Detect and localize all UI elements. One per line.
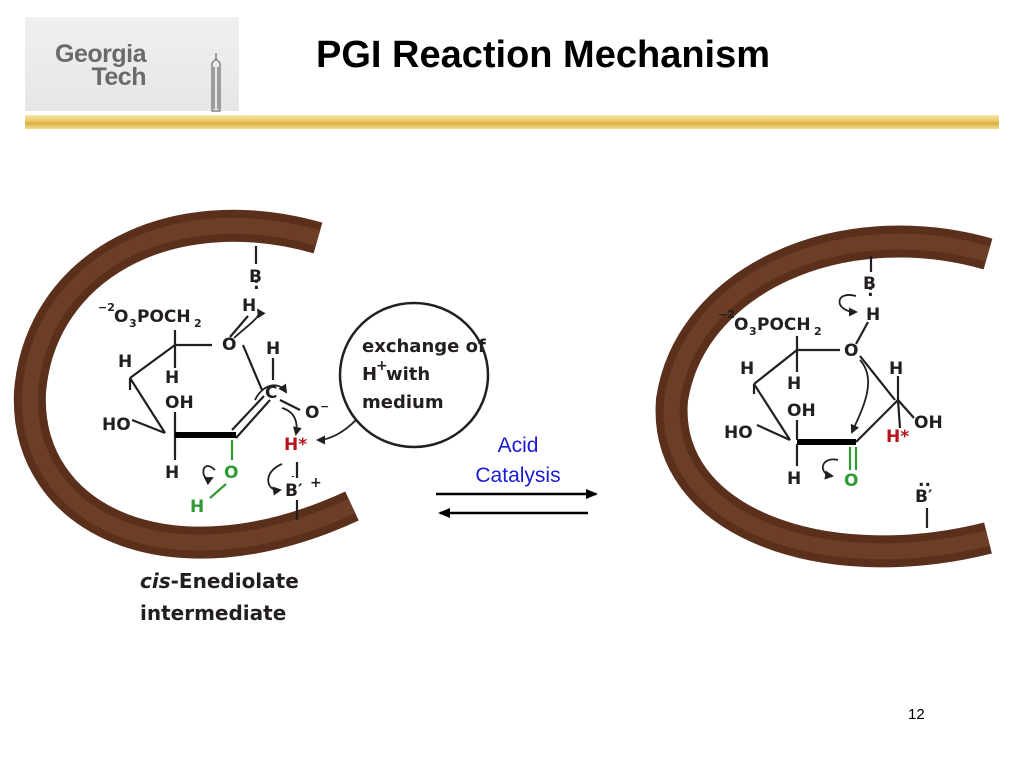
logo-line-georgia: Georgia [55,40,146,68]
phosphate-o: O [114,307,128,327]
o-minus-charge: − [320,400,329,413]
phosphate-charge: −2 [98,301,115,314]
phosphate-sub2: 2 [194,317,202,330]
right-h-upper: H [740,359,754,379]
page-number: 12 [908,706,925,723]
right-h-top: H [866,305,880,325]
right-molecule-labels: B : H −2 O 3 POCH 2 O H H H OH OH HO H* … [718,274,943,507]
exchange-bubble: exchange of H + with medium [338,301,490,449]
bubble-line2-h: H [362,364,377,385]
right-o-green: O [844,471,858,491]
condition-catalysis: Catalysis [475,464,560,487]
ring-oxygen: O [222,335,236,355]
lone-pair-top: : [253,274,260,294]
equilibrium-arrows: Acid Catalysis [436,434,598,518]
c1-hydrogen: H [266,339,280,359]
left-oh: OH [165,393,194,413]
left-electron-arrows [202,308,357,496]
caption-enediolate: -Enediolate [171,569,299,593]
c1-carbon: C [265,383,277,403]
caption-cis: cis [140,569,171,593]
left-caption: cis-Enediolate intermediate [140,569,299,625]
right-base-bottom: B′ [915,487,933,507]
left-o-green: O [224,463,238,483]
right-h-ring: H [787,374,801,394]
right-oh-right: OH [914,413,943,433]
right-ho: HO [724,423,753,443]
left-ho: HO [102,415,131,435]
bubble-line2-plus: + [376,358,388,374]
right-h-bottom: H [787,469,801,489]
phosphate-sub3: 3 [129,317,137,330]
bubble-line1: exchange of [362,336,486,357]
right-phosphate-sub3: 3 [749,325,757,338]
bubble-line2-rest: with [386,364,430,385]
left-base-bottom: B′ [285,481,303,501]
right-lone-pair: : [867,281,874,301]
right-molecule-bonds [752,256,929,528]
right-ring-oxygen: O [844,341,858,361]
left-molecule-labels: B : H −2 O 3 POCH 2 O H C O − H H OH HO … [98,267,329,517]
header-divider-bar [25,115,999,129]
right-phosphate-poch: POCH [757,315,811,335]
svg-text:cis-Enediolate: cis-Enediolate [140,569,299,593]
condition-acid: Acid [498,434,539,457]
left-h-ring: H [165,368,179,388]
o-minus: O [305,403,319,423]
georgia-tech-logo: Georgia Tech [55,40,146,91]
right-base-bottom-lp: .. [918,471,931,491]
left-h-bottom: H [165,463,179,483]
left-enzyme-pocket [13,209,359,559]
right-phosphate-o: O [734,315,748,335]
right-phosphate-charge: −2 [718,308,735,321]
base-b-top: B [249,267,262,287]
caption-intermediate: intermediate [140,601,286,625]
right-h-c1: H [889,359,903,379]
bubble-line3: medium [362,392,444,413]
phosphate-poch: POCH [137,307,191,327]
slide-title: PGI Reaction Mechanism [316,34,771,76]
right-oh-mid: OH [787,401,816,421]
tech-tower-icon [211,53,221,112]
h-on-base: H [242,296,256,316]
left-h-upper: H [118,352,132,372]
georgia-tech-logo-box: Georgia Tech [25,17,239,112]
right-base-top: B [863,274,876,294]
logo-line-tech: Tech [91,63,146,91]
right-h-star: H* [886,427,909,447]
right-electron-arrows [822,294,869,480]
left-molecule-bonds [128,246,301,520]
right-phosphate-sub2: 2 [814,325,822,338]
left-h-star: H* [284,435,307,455]
left-green-bond-h [209,483,227,499]
left-h-green: H [190,497,204,517]
right-enzyme-pocket [655,225,993,568]
left-base-bottom-charge: + [310,475,322,491]
